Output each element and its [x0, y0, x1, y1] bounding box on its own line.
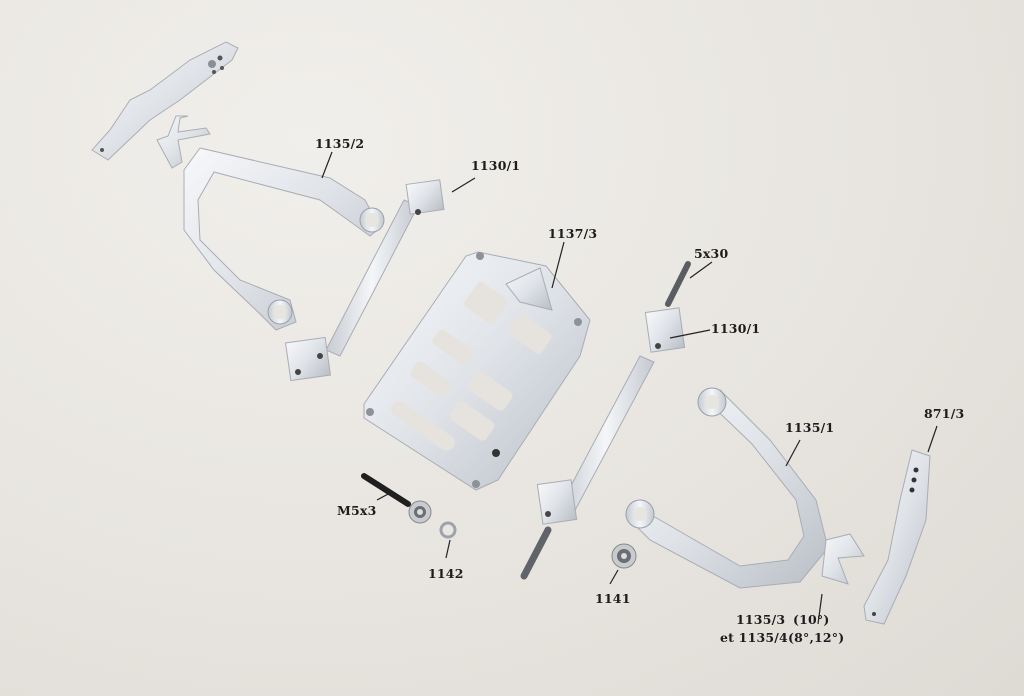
part-1142-washer — [439, 521, 457, 539]
label-10-degrees: (10°) — [793, 612, 830, 627]
part-bracket-left — [156, 115, 211, 169]
label-1130-1-left: 1130/1 — [471, 158, 521, 173]
label-1141: 1141 — [595, 591, 631, 606]
label-1142: 1142 — [428, 566, 464, 581]
label-1137-3: 1137/3 — [548, 226, 598, 241]
part-1130-1-left-rail — [284, 179, 445, 382]
part-871-3-right — [863, 449, 931, 625]
part-bracket-right — [821, 533, 865, 585]
part-1141-bearing — [611, 543, 637, 569]
part-1130-1-right-rail — [520, 307, 686, 580]
part-871-3-left — [91, 41, 239, 161]
label-1135-2: 1135/2 — [315, 136, 365, 151]
label-8-12-degrees: (8°,12°) — [788, 630, 845, 645]
part-1135-1-arm — [625, 387, 829, 589]
label-1135-3: 1135/3 — [736, 612, 786, 627]
part-m5x3-screw — [361, 473, 432, 524]
label-871-3: 871/3 — [924, 406, 965, 421]
label-1130-1-right: 1130/1 — [711, 321, 761, 336]
part-1137-3-plate — [363, 251, 591, 491]
label-m5x3: M5x3 — [337, 503, 377, 518]
part-1135-2-arm — [183, 147, 385, 331]
part-5x30-pin — [665, 261, 691, 307]
label-5x30: 5x30 — [694, 246, 729, 261]
label-1135-4: et 1135/4 — [720, 630, 788, 645]
label-1135-1: 1135/1 — [785, 420, 835, 435]
leader-lines — [321, 151, 938, 625]
